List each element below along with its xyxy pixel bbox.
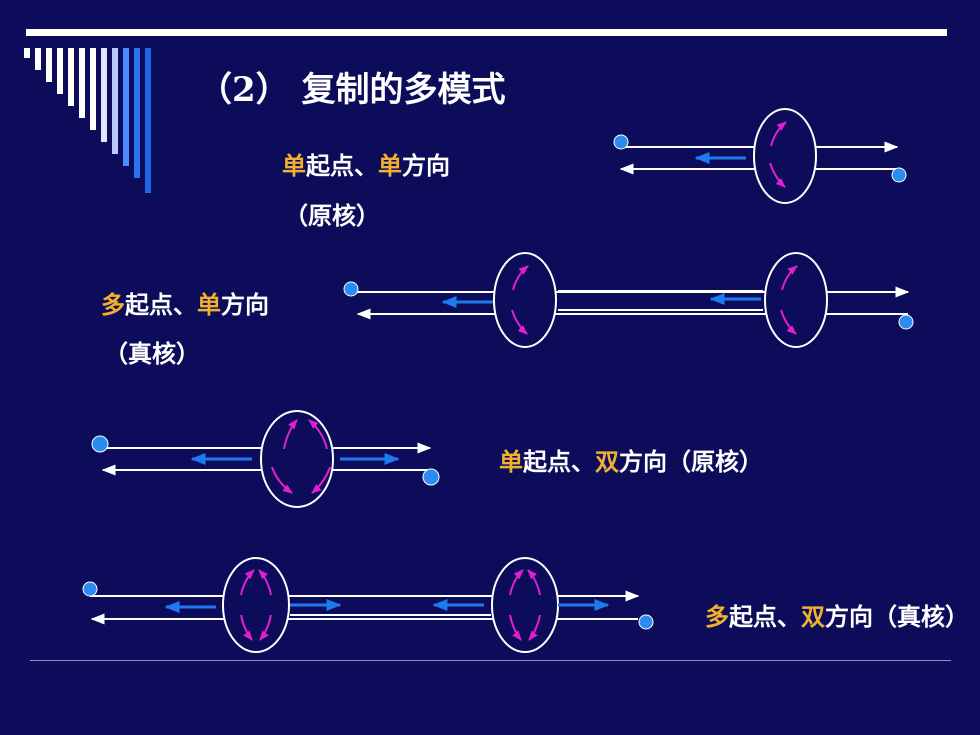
mode-label-single-origin-unidirectional: 单起点、单方向 xyxy=(282,146,450,181)
page-title: （2） 复制的多模式 xyxy=(198,70,506,110)
diagram-multi-origin-unidirectional xyxy=(343,252,914,348)
mode-sublabel-prokaryote: （原核） xyxy=(284,201,380,230)
mode-label-multi-origin-bidirectional: 多起点、双方向（真核） xyxy=(705,597,969,632)
label-highlight: 单 xyxy=(197,290,221,319)
bottom-divider xyxy=(30,660,951,661)
decorative-stripes xyxy=(24,48,151,193)
label-highlight: 单 xyxy=(499,447,523,476)
mode-sublabel-eukaryote: （真核） xyxy=(104,339,200,368)
label-highlight: 单 xyxy=(378,151,402,180)
mode-label-single-origin-bidirectional: 单起点、双方向（原核） xyxy=(499,442,763,477)
label-text: 方向（原核） xyxy=(619,447,763,476)
label-text: 起点、 xyxy=(729,602,801,631)
diagram-single-origin-bidirectional xyxy=(91,410,440,508)
diagram-single-origin-unidirectional xyxy=(613,108,907,204)
label-text: 方向（真核） xyxy=(825,602,969,631)
label-text: 方向 xyxy=(402,151,450,180)
label-text: 方向 xyxy=(221,290,269,319)
title-top-bar xyxy=(26,29,947,36)
label-text: 起点、 xyxy=(125,290,197,319)
diagram-multi-origin-bidirectional xyxy=(82,557,654,653)
label-text: 起点、 xyxy=(523,447,595,476)
label-highlight: 多 xyxy=(101,290,125,319)
label-highlight: 双 xyxy=(595,447,619,476)
label-highlight: 双 xyxy=(801,602,825,631)
label-highlight: 单 xyxy=(282,151,306,180)
mode-label-multi-origin-unidirectional: 多起点、单方向 xyxy=(101,285,269,320)
label-text: 起点、 xyxy=(306,151,378,180)
label-highlight: 多 xyxy=(705,602,729,631)
